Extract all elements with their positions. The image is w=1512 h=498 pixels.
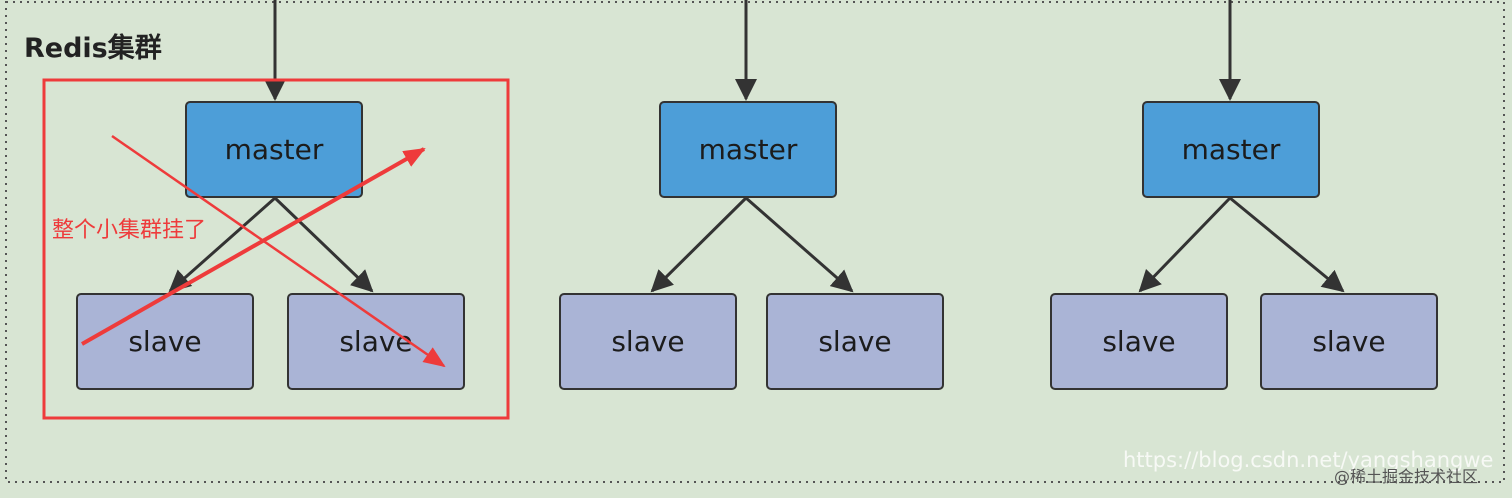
cluster-border [5,1,1505,483]
failure-highlight-box [42,78,510,420]
slave-node: slave [1260,293,1438,390]
watermark-url: https://blog.csdn.net/yangshangwe [1123,448,1494,472]
master-node: master [185,101,363,198]
replication-arrow [273,196,374,293]
slave-node: slave [766,293,944,390]
slave-node: slave [1050,293,1228,390]
replication-arrow [650,196,748,293]
slave-node: slave [559,293,737,390]
master-node: master [659,101,837,198]
slave-node: slave [76,293,254,390]
replication-arrow [1138,196,1232,293]
replication-arrow [745,196,854,293]
watermark-site: @稀土掘金技术社区 [1334,467,1479,486]
cluster-title: Redis集群 [24,33,162,64]
failure-annotation: 整个小集群挂了 [52,218,207,243]
master-node: master [1142,101,1320,198]
replication-arrow [1229,196,1345,293]
slave-node: slave [287,293,465,390]
